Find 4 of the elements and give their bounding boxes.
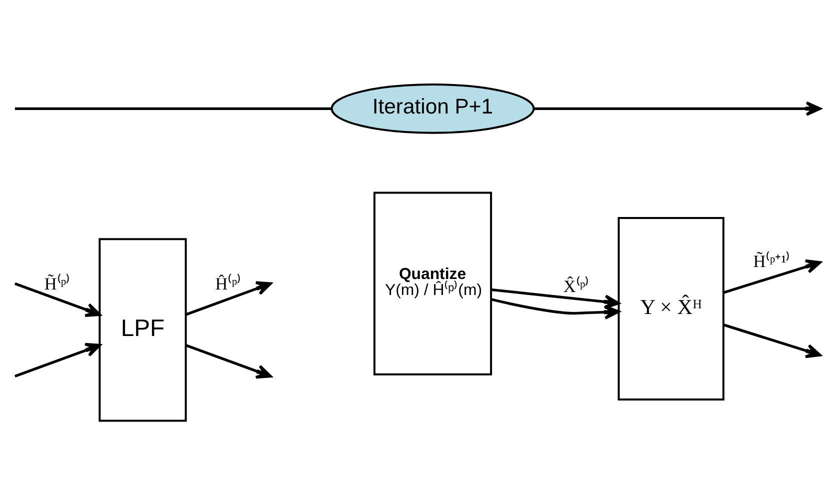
edge-label: H̃⁽ᵖ⁺¹⁾ — [753, 251, 790, 270]
edge-label: X̂⁽ᵖ⁾ — [563, 276, 590, 296]
edge-label: Ĥ⁽ᵖ⁾ — [215, 274, 242, 293]
edge-label: H̃⁽ᵖ⁾ — [44, 274, 70, 293]
